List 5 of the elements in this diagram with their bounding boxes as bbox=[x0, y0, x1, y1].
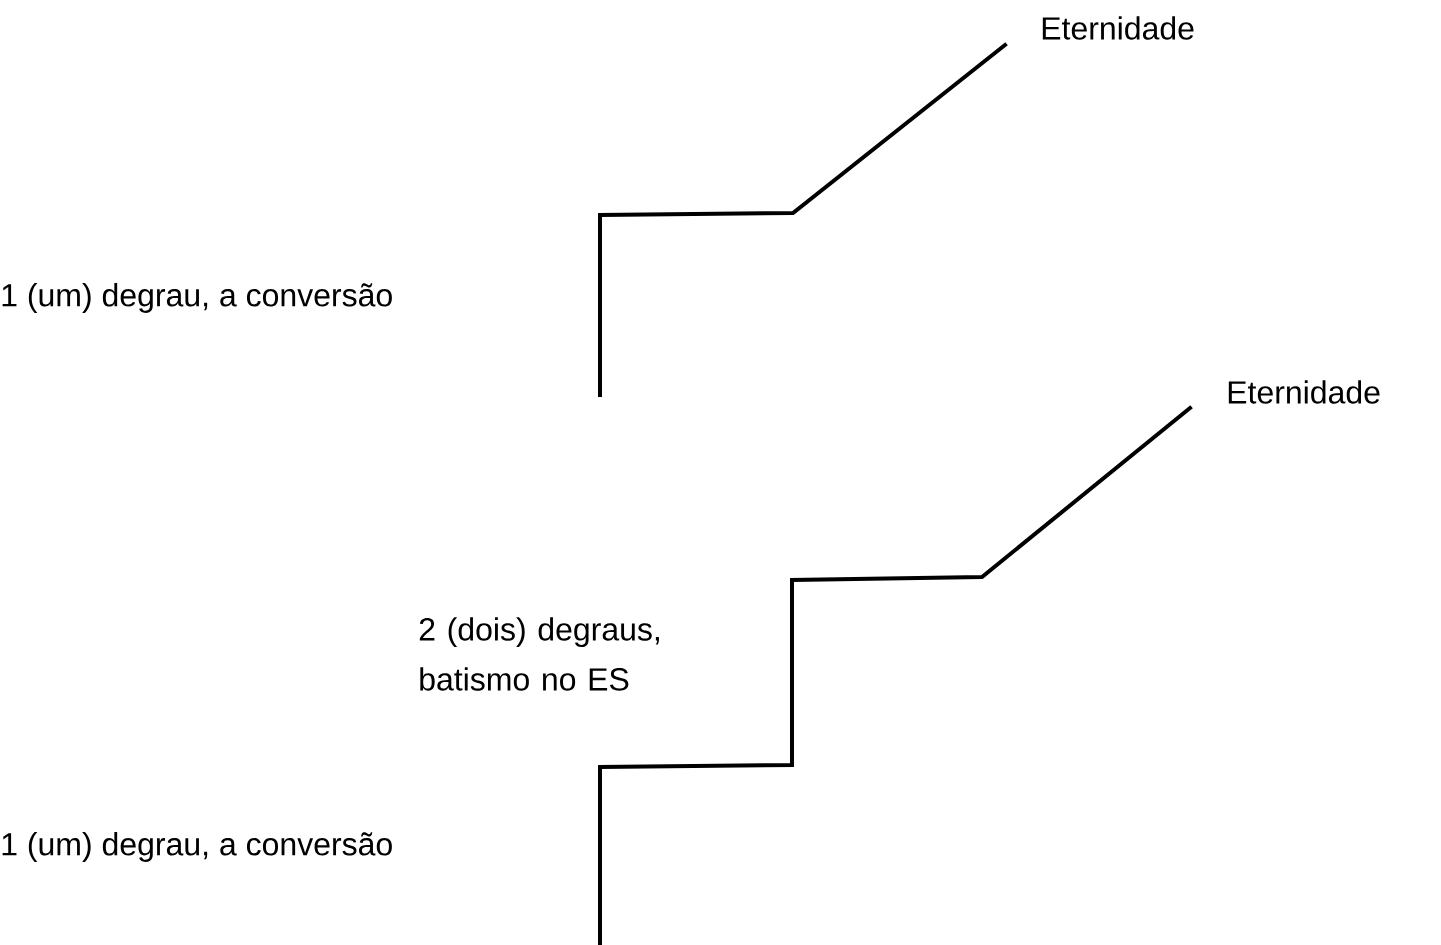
stair-label: 1 (um) degrau, a conversão bbox=[2, 283, 392, 313]
stair-label: Eternidade bbox=[1228, 380, 1380, 404]
stair-label: 2 (dois) degraus, batismo no ES bbox=[419, 617, 659, 691]
stair-label: Eternidade bbox=[1042, 16, 1194, 40]
stair-label: 1 (um) degrau, a conversão bbox=[2, 832, 392, 862]
